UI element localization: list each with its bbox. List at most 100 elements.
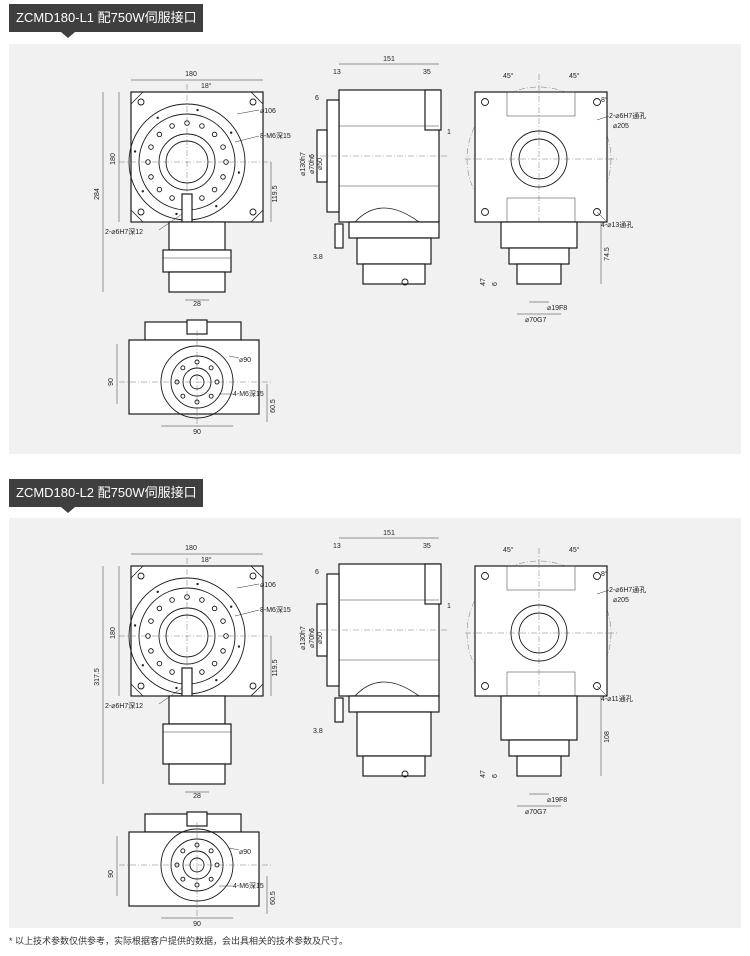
dim-back-angle3: 8°: [601, 96, 608, 104]
dim-back-circle: ⌀205: [613, 123, 629, 130]
front-thread-hole: [237, 645, 241, 648]
bottom-bolt-hole: [180, 848, 186, 854]
dim-bottom-circle: ⌀90: [239, 357, 251, 364]
dim-bottom-offset: 60.5: [270, 399, 277, 413]
front-motor-stub: [168, 763, 226, 785]
dim-front-height: 180: [110, 627, 117, 639]
front-thread-hole: [196, 582, 199, 586]
dim-back-h2: 6: [492, 282, 499, 286]
leader-back-pin: [596, 589, 610, 595]
dim-front-bolt-circle: ⌀106: [260, 108, 276, 115]
leader-bolt-circle: [236, 583, 260, 589]
front-bolt-hole: [156, 660, 163, 667]
side-key: [334, 223, 344, 249]
technical-drawing-2: 180180317.5119.518°⌀1068-M6深152-⌀6H7深122…: [94, 530, 646, 928]
side-adapter: [348, 695, 440, 713]
side-drain-hole: [401, 278, 409, 286]
dim-bottom-width: 90: [193, 921, 201, 928]
leader-back-holes: [596, 685, 608, 697]
dim-back-angle1: 45°: [503, 72, 514, 80]
side-motor-stub: [362, 755, 426, 777]
back-housing: [474, 91, 608, 223]
bottom-bolt-hole: [180, 365, 186, 371]
front-thread-hole: [229, 131, 233, 134]
front-flange: [162, 723, 232, 765]
bottom-body: [128, 339, 260, 415]
front-thread-hole: [156, 590, 159, 594]
dim-side-length: 151: [383, 530, 395, 537]
front-corner-hole: [249, 98, 257, 106]
front-motor-stub: [168, 271, 226, 293]
dim-front-pin: 2-⌀6H7深12: [105, 701, 143, 710]
dim-side-tail: 35: [423, 69, 431, 76]
back-flange-lower: [500, 695, 578, 741]
back-corner-hole: [481, 208, 489, 216]
front-bolt-hole: [220, 648, 226, 654]
front-bolt-hole: [220, 174, 226, 180]
front-corner-hole: [137, 682, 145, 690]
dim-side-flange: 13: [333, 543, 341, 550]
leader-back-pin: [596, 115, 610, 121]
dim-side-step: 6: [315, 95, 319, 102]
back-step: [508, 739, 570, 757]
side-tail-top: [424, 563, 442, 605]
side-motor-stub: [362, 263, 426, 285]
leader-back-holes: [596, 211, 608, 223]
dim-bottom-threads: 4-M6深15: [233, 389, 264, 398]
front-thread-hole: [229, 605, 233, 608]
dim-front-bolt-circle: ⌀106: [260, 582, 276, 589]
dim-front-threads: 8-M6深15: [260, 605, 291, 614]
dim-side-bottom: 3.8: [313, 728, 323, 735]
front-bolt-hole: [220, 144, 226, 150]
bottom-bolt-hole: [208, 365, 214, 371]
front-bolt-hole: [211, 186, 218, 193]
front-bolt-hole: [169, 669, 175, 675]
back-corner-hole: [481, 682, 489, 690]
front-bolt-hole: [169, 195, 175, 201]
back-step: [508, 247, 570, 265]
leader-bottom-circle: [228, 355, 240, 359]
front-flange: [162, 249, 232, 273]
dim-side-right: 1: [447, 129, 451, 136]
front-bolt-hole: [148, 174, 154, 180]
side-adapter: [348, 221, 440, 239]
front-chamfers: [130, 565, 264, 697]
dim-back-h3: 74.5: [604, 247, 611, 261]
front-corner-hole: [137, 208, 145, 216]
dim-front-offset: 119.5: [272, 185, 279, 202]
front-corner-hole: [249, 208, 257, 216]
front-bolt-hole: [211, 660, 218, 667]
back-notch-top: [506, 91, 576, 117]
front-bolt-hole: [211, 131, 218, 138]
bottom-bolt-hole: [208, 848, 214, 854]
dim-back-shaft1: ⌀19F8: [547, 305, 567, 312]
dim-front-pin: 2-⌀6H7深12: [105, 227, 143, 236]
front-thread-hole: [141, 190, 145, 193]
front-adapter: [168, 695, 226, 725]
leader-bolt-circle: [236, 109, 260, 115]
dim-side-bore2: ⌀50: [317, 158, 324, 170]
back-corner-hole: [481, 98, 489, 106]
front-thread-hole: [215, 204, 218, 208]
dim-back-holes: 4-⌀11通孔: [601, 694, 633, 703]
dim-bottom-threads: 4-M6深15: [233, 881, 264, 890]
dim-back-angle2: 45°: [569, 546, 580, 554]
dim-side-pilot: ⌀130h7: [300, 152, 307, 176]
section-title-1: ZCMD180-L1 配750W伺服接口: [9, 4, 203, 38]
front-bolt-hole: [148, 144, 154, 150]
dim-front-angle: 18°: [201, 556, 212, 564]
dim-back-circle: ⌀205: [613, 597, 629, 604]
front-bolt-hole: [199, 123, 205, 129]
section-title-text-1: ZCMD180-L1 配750W伺服接口: [16, 10, 197, 25]
front-bolt-hole: [199, 195, 205, 201]
back-corner-hole: [481, 572, 489, 580]
front-bolt-hole: [156, 131, 163, 138]
bottom-bolt-hole: [180, 876, 186, 882]
side-flange-lower: [356, 237, 432, 265]
front-thread-hole: [215, 678, 218, 682]
side-drain-hole: [401, 770, 409, 778]
leader-threads: [234, 609, 260, 617]
dim-back-holes: 4-⌀13通孔: [601, 220, 633, 229]
